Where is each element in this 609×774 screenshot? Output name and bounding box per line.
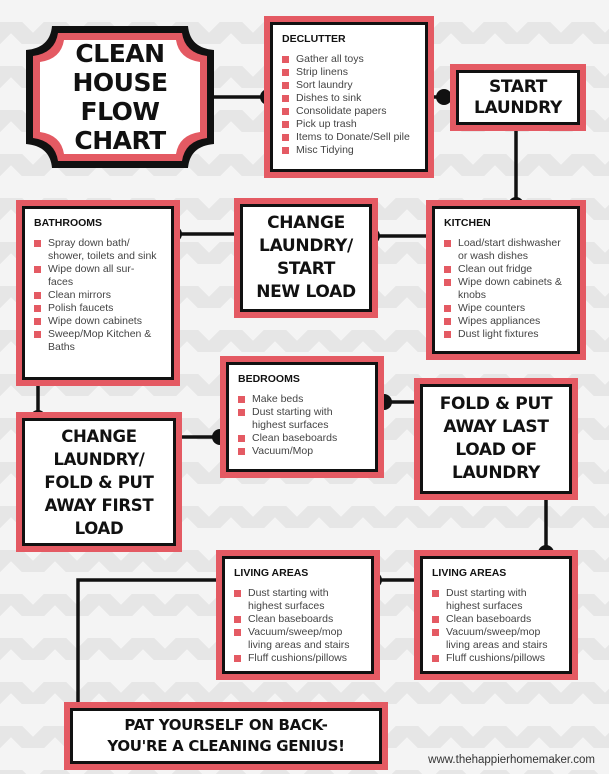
list-item: Spray down bath/ shower, toilets and sin… — [34, 237, 162, 263]
list-item: Clean mirrors — [34, 289, 162, 302]
connector-living-left-final — [76, 578, 224, 710]
list-item: Wipe down cabinets — [34, 315, 162, 328]
list-item: Strip linens — [282, 66, 416, 79]
start-laundry-box: START LAUNDRY — [456, 70, 580, 125]
website-credit: www.thehappierhomemaker.com — [428, 754, 595, 766]
bedrooms-box: BEDROOMS Make beds Dust starting with hi… — [226, 362, 378, 472]
list-item: Wipe counters — [444, 302, 568, 315]
list-item: Clean out fridge — [444, 263, 568, 276]
list-item: Pick up trash — [282, 118, 416, 131]
list-item: Polish faucets — [34, 302, 162, 315]
bathrooms-box: BATHROOMS Spray down bath/ shower, toile… — [22, 206, 174, 380]
list-item: Fluff cushions/pillows — [234, 652, 362, 665]
list-item: Gather all toys — [282, 53, 416, 66]
change-laundry-start-new-text: CHANGE LAUNDRY/ START NEW LOAD — [256, 213, 356, 302]
title-badge: CLEAN HOUSE FLOW CHART — [22, 22, 218, 172]
bedrooms-list: Make beds Dust starting with highest sur… — [238, 393, 366, 458]
kitchen-box: KITCHEN Load/start dishwasher or wash di… — [432, 206, 580, 354]
list-item: Load/start dishwasher or wash dishes — [444, 237, 568, 263]
bathrooms-title: BATHROOMS — [34, 217, 103, 229]
final-message-text: PAT YOURSELF ON BACK- YOU'RE A CLEANING … — [107, 716, 345, 755]
change-laundry-start-new-box: CHANGE LAUNDRY/ START NEW LOAD — [240, 204, 372, 312]
list-item: Fluff cushions/pillows — [432, 652, 560, 665]
list-item: Dust light fixtures — [444, 328, 568, 341]
list-item: Dishes to sink — [282, 92, 416, 105]
living-areas-left-title: LIVING AREAS — [234, 567, 309, 579]
living-areas-left-list: Dust starting with highest surfaces Clea… — [234, 587, 362, 665]
list-item: Sweep/Mop Kitchen & Baths — [34, 328, 162, 354]
list-item: Clean baseboards — [238, 432, 366, 445]
living-areas-right-list: Dust starting with highest surfaces Clea… — [432, 587, 560, 665]
kitchen-list: Load/start dishwasher or wash dishes Cle… — [444, 237, 568, 341]
bathrooms-list: Spray down bath/ shower, toilets and sin… — [34, 237, 162, 354]
list-item: Vacuum/Mop — [238, 445, 366, 458]
list-item: Misc Tidying — [282, 144, 416, 157]
connector-dot — [212, 429, 228, 445]
declutter-title: DECLUTTER — [282, 33, 346, 45]
living-areas-left-box: LIVING AREAS Dust starting with highest … — [222, 556, 374, 674]
list-item: Sort laundry — [282, 79, 416, 92]
list-item: Vacuum/sweep/mop living areas and stairs — [432, 626, 560, 652]
list-item: Dust starting with highest surfaces — [238, 406, 366, 432]
declutter-list: Gather all toys Strip linens Sort laundr… — [282, 53, 416, 157]
final-message-box: PAT YOURSELF ON BACK- YOU'RE A CLEANING … — [70, 708, 382, 764]
fold-last-load-box: FOLD & PUT AWAY LAST LOAD OF LAUNDRY — [420, 384, 572, 494]
kitchen-title: KITCHEN — [444, 217, 491, 229]
living-areas-right-title: LIVING AREAS — [432, 567, 507, 579]
start-laundry-text: START LAUNDRY — [474, 77, 562, 118]
change-laundry-fold-first-text: CHANGE LAUNDRY/ FOLD & PUT AWAY FIRST LO… — [44, 426, 154, 538]
connector-dot — [376, 394, 392, 410]
list-item: Items to Donate/Sell pile — [282, 131, 416, 144]
fold-last-load-text: FOLD & PUT AWAY LAST LOAD OF LAUNDRY — [439, 394, 553, 483]
living-areas-right-box: LIVING AREAS Dust starting with highest … — [420, 556, 572, 674]
connector-dot — [436, 89, 452, 105]
page-title: CLEAN HOUSE FLOW CHART — [72, 39, 168, 155]
list-item: Consolidate papers — [282, 105, 416, 118]
list-item: Dust starting with highest surfaces — [432, 587, 560, 613]
list-item: Clean baseboards — [432, 613, 560, 626]
list-item: Dust starting with highest surfaces — [234, 587, 362, 613]
list-item: Make beds — [238, 393, 366, 406]
list-item: Wipe down all sur- faces — [34, 263, 162, 289]
list-item: Wipes appliances — [444, 315, 568, 328]
list-item: Wipe down cabinets & knobs — [444, 276, 568, 302]
list-item: Clean baseboards — [234, 613, 362, 626]
title-badge-frame — [26, 26, 214, 168]
bedrooms-title: BEDROOMS — [238, 373, 300, 385]
declutter-box: DECLUTTER Gather all toys Strip linens S… — [270, 22, 428, 172]
list-item: Vacuum/sweep/mop living areas and stairs — [234, 626, 362, 652]
change-laundry-fold-first-box: CHANGE LAUNDRY/ FOLD & PUT AWAY FIRST LO… — [22, 418, 176, 546]
